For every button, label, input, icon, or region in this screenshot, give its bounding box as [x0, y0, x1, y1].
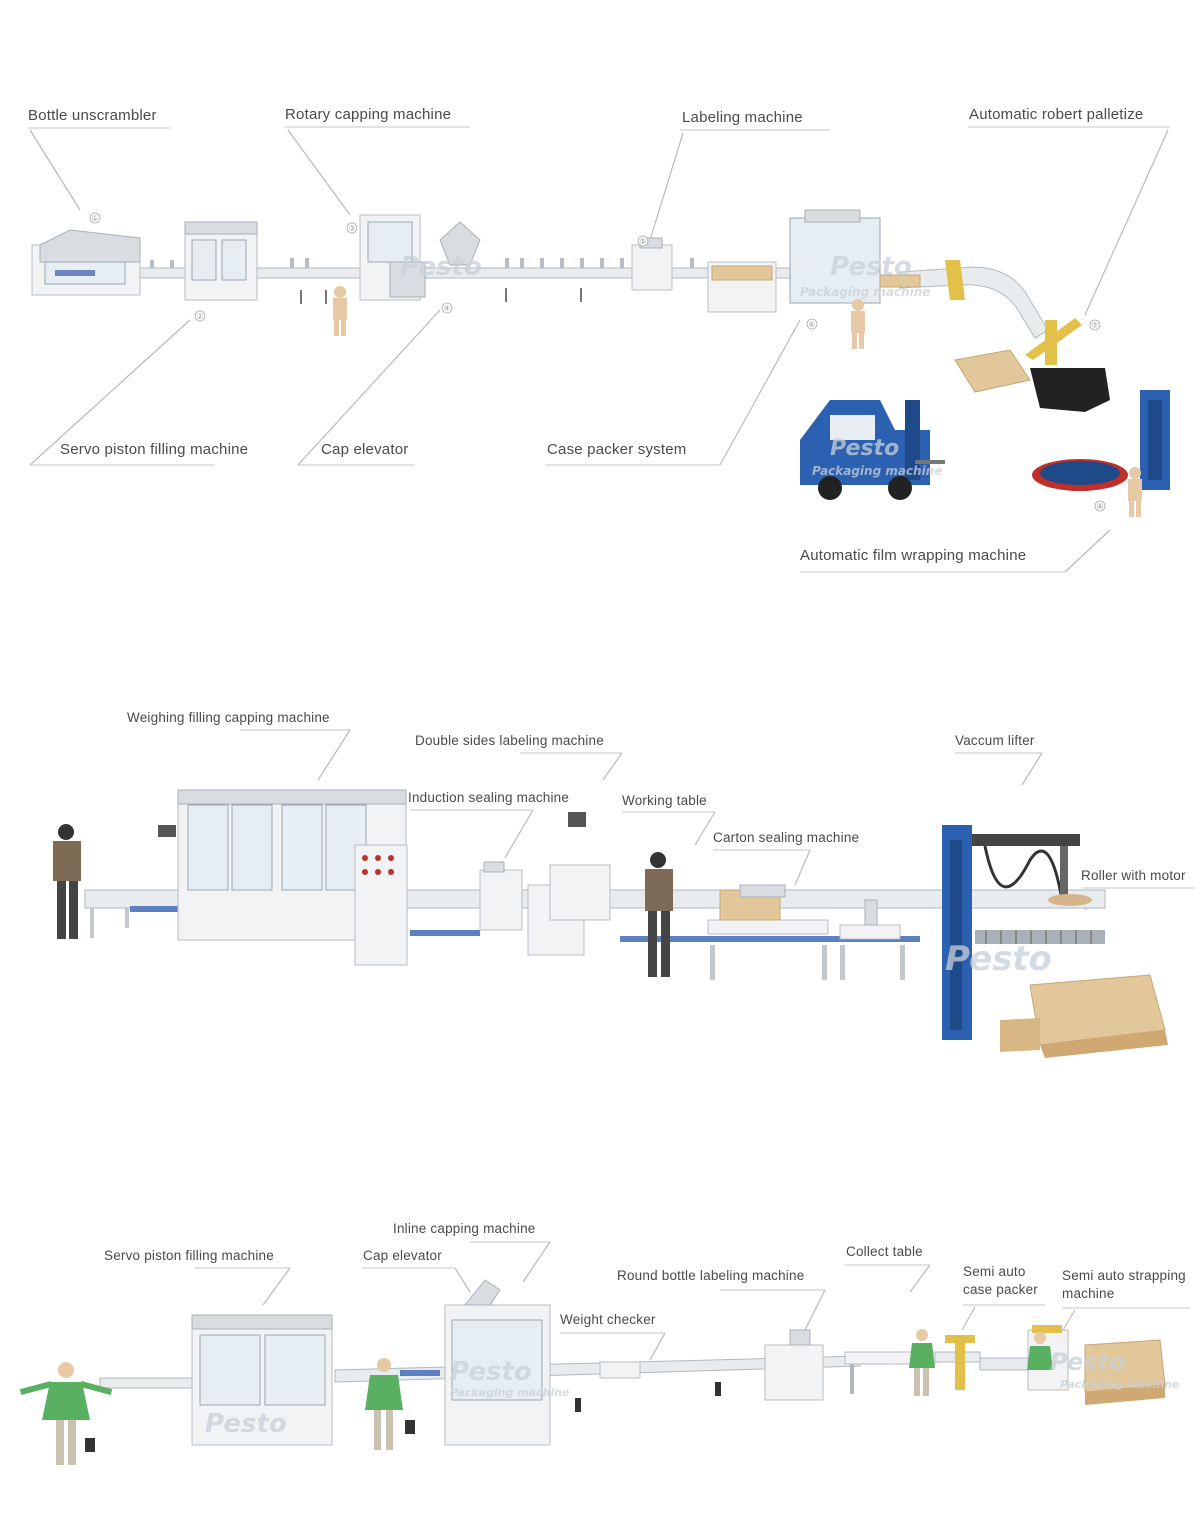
servo-piston-filling-machine — [191, 1314, 333, 1446]
weight-checker — [599, 1361, 641, 1379]
carton-sealing-machine — [707, 884, 829, 935]
production-line-diagram-3: Pesto Pesto Pesto Packaging machine Pack… — [0, 1120, 1200, 1532]
case-packer-machine — [707, 209, 921, 313]
label-case-packer-system: Case packer system — [547, 441, 687, 458]
leader-lines — [195, 1241, 1190, 1361]
line-2-illustration: Pesto — [53, 729, 1195, 1058]
watermark-logo: Pesto — [450, 1357, 532, 1387]
robot-palletizer — [945, 260, 1110, 412]
watermark-logo: Pesto — [205, 1409, 287, 1439]
label-collect-table: Collect table — [846, 1244, 923, 1259]
semi-auto-case-packer — [945, 1335, 975, 1390]
weighing-filling-capping-machine — [158, 789, 408, 966]
label-cap-elevator: Cap elevator — [363, 1248, 442, 1263]
label-robot-palletize: Automatic robert palletize — [969, 106, 1144, 123]
round-bottle-labeling-machine — [764, 1329, 824, 1401]
check-station — [839, 899, 901, 940]
watermark-text: Packaging machine — [800, 285, 930, 299]
operators — [53, 824, 673, 977]
step-6-marker: ⑥ — [808, 320, 815, 329]
film-wrapping-machine — [1032, 390, 1170, 491]
rotary-capping-machine — [359, 214, 481, 301]
operators — [333, 286, 1142, 517]
step-markers: ① ② ③ ④ ⑤ ⑥ ⑦ ⑧ — [89, 212, 1106, 512]
line-3-illustration: Pesto Pesto Pesto Packaging machine Pack… — [19, 1241, 1190, 1465]
labeling-machine — [631, 237, 673, 291]
induction-and-labeling-machines — [479, 812, 611, 956]
leader-lines — [240, 729, 1195, 911]
watermark-text: Packaging machine — [1060, 1378, 1180, 1391]
label-vaccum-lifter: Vaccum lifter — [955, 733, 1035, 748]
stools — [85, 1382, 721, 1452]
inline-capping-machine — [444, 1279, 551, 1446]
leader-lines — [28, 126, 1170, 573]
watermark-logo: Pesto — [830, 436, 899, 461]
semi-auto-strapping-machine — [1027, 1325, 1166, 1405]
label-semi-auto-strapping: Semi auto strapping machine — [1062, 1268, 1186, 1301]
label-working-table: Working table — [622, 793, 707, 808]
label-servo-piston-filling: Servo piston filling machine — [104, 1248, 274, 1263]
servo-piston-filling-machine — [184, 221, 258, 301]
roller-conveyor-and-boxes — [975, 930, 1168, 1058]
production-line-diagram-2: Pesto Weighing filling capping machine D… — [0, 600, 1200, 1120]
watermark-logo: Pesto — [400, 252, 482, 282]
watermark-text: Packaging machine — [450, 1386, 570, 1399]
label-inline-capping: Inline capping machine — [393, 1221, 536, 1236]
line-1-illustration: ① ② ③ ④ ⑤ ⑥ ⑦ ⑧ Pesto Pesto Pesto Packag… — [28, 126, 1170, 573]
watermark-logo: Pesto — [1050, 1348, 1125, 1376]
operators — [19, 1329, 1053, 1465]
watermark-logo: Pesto — [945, 939, 1052, 979]
label-bottle-unscrambler: Bottle unscrambler — [28, 107, 157, 124]
watermark-logo: Pesto — [830, 252, 912, 282]
step-3-marker: ③ — [348, 224, 355, 233]
step-5-marker: ⑤ — [639, 237, 646, 246]
step-1-marker: ① — [91, 214, 98, 223]
label-rotary-capping-machine: Rotary capping machine — [285, 106, 452, 123]
label-film-wrapping-machine: Automatic film wrapping machine — [800, 547, 1027, 564]
label-double-sides-labeling: Double sides labeling machine — [415, 733, 604, 748]
production-line-diagram-1: ① ② ③ ④ ⑤ ⑥ ⑦ ⑧ Pesto Pesto Pesto Packag… — [0, 0, 1200, 600]
watermark-text: Packaging machine — [812, 464, 942, 478]
label-weighing-filling-capping: Weighing filling capping machine — [127, 710, 330, 725]
label-weight-checker: Weight checker — [560, 1312, 656, 1327]
label-round-bottle-labeling: Round bottle labeling machine — [617, 1268, 805, 1283]
label-servo-piston-filling: Servo piston filling machine — [60, 441, 249, 458]
label-cap-elevator: Cap elevator — [321, 441, 409, 458]
label-roller-with-motor: Roller with motor — [1081, 868, 1186, 883]
label-semi-auto-case-packer: Semi auto case packer — [963, 1264, 1038, 1297]
step-7-marker: ⑦ — [1091, 321, 1098, 330]
step-4-marker: ④ — [443, 304, 450, 313]
label-labeling-machine: Labeling machine — [682, 109, 803, 126]
label-carton-sealing: Carton sealing machine — [713, 830, 860, 845]
label-induction-sealing: Induction sealing machine — [408, 790, 570, 805]
vacuum-lifter — [942, 825, 1092, 1040]
forklift — [800, 400, 945, 500]
step-8-marker: ⑧ — [1096, 502, 1103, 511]
bottle-unscrambler-machine — [31, 229, 141, 296]
step-2-marker: ② — [196, 312, 203, 321]
